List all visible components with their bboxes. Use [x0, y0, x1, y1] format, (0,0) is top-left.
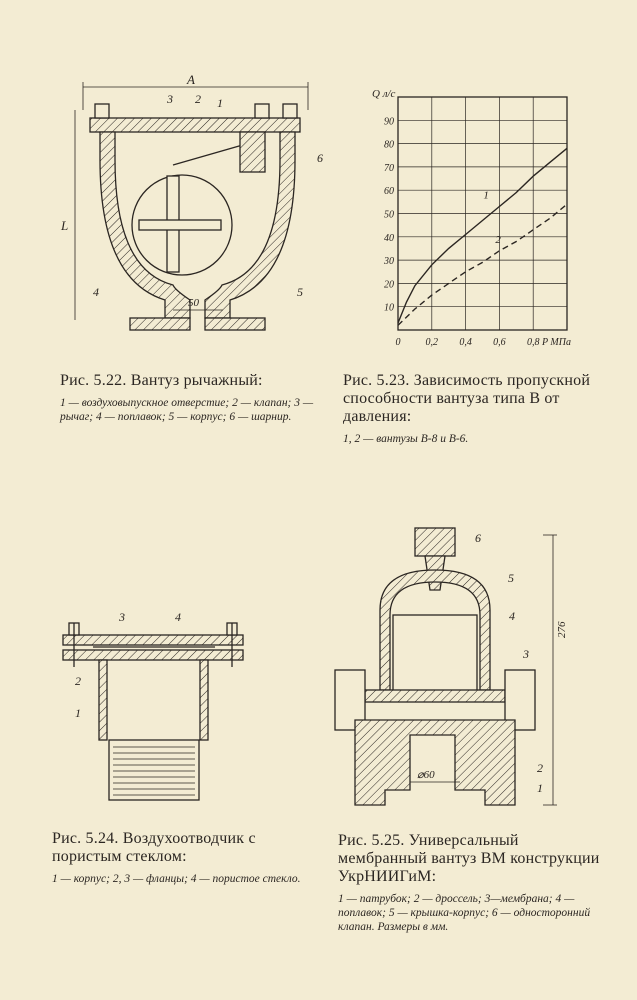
fig524-caption: Рис. 5.24. Воздухоотводчик с пористым ст… — [52, 830, 256, 865]
fig523-caption: Рис. 5.23. Зависимость пропускной способ… — [343, 372, 591, 425]
chart-series-line-2 — [397, 203, 568, 326]
chart-xtick-label: 0,2 — [426, 337, 439, 348]
fig522-label-2: 2 — [195, 92, 201, 106]
fig525-caption: Рис. 5.25. Универсальный мембранный вант… — [338, 832, 600, 885]
caption-fig-5-22: Рис. 5.22. Вантуз рычажный: 1 — воздухов… — [60, 372, 315, 424]
chart-ytick-label: 30 — [383, 256, 394, 267]
fig522-label-3: 3 — [166, 92, 173, 106]
fig525-label-1: 1 — [537, 781, 543, 795]
chart-series-line-1 — [397, 147, 568, 324]
fig525-label-5: 5 — [508, 571, 514, 585]
caption-fig-5-23: Рис. 5.23. Зависимость пропускной способ… — [343, 372, 613, 446]
figure-5-22-drawing: A L 50 3 2 1 6 4 5 — [60, 72, 323, 331]
chart-ytick-label: 60 — [384, 186, 394, 197]
fig522-label-A: A — [186, 72, 195, 87]
fig524-legend: 1 — корпус; 2, 3 — фланцы; 4 — пористое … — [52, 873, 301, 885]
chart-ytick-label: 20 — [384, 279, 394, 290]
chart-ytick-label: 70 — [384, 163, 394, 174]
chart-series-label-2: 2 — [495, 234, 501, 246]
fig525-label-3: 3 — [522, 647, 529, 661]
caption-fig-5-25: Рис. 5.25. Универсальный мембранный вант… — [338, 832, 608, 934]
chart-ytick-label: 80 — [384, 140, 394, 151]
chart-xtick-label: 0 — [396, 337, 401, 348]
caption-fig-5-24: Рис. 5.24. Воздухоотводчик с пористым ст… — [52, 830, 317, 886]
chart-ytick-label: 40 — [384, 233, 394, 244]
figure-5-23-chart: 10 20 30 40 50 60 70 80 90 0 0,2 0,4 0,6 0,8 1 2 Q л/с… — [372, 88, 571, 348]
chart-xlabel: P МПа — [541, 337, 571, 348]
chart-ytick-label: 10 — [384, 303, 394, 314]
fig524-label-3: 3 — [118, 610, 125, 624]
fig522-label-4: 4 — [93, 285, 99, 299]
fig523-legend: 1, 2 — вантузы В-8 и В-6. — [343, 433, 469, 445]
fig525-label-dim276: 276 — [556, 621, 568, 638]
fig522-legend: 1 — воздуховыпускное отверстие; 2 — клап… — [60, 397, 314, 423]
fig522-label-1: 1 — [217, 96, 223, 110]
figure-5-25-drawing: ⌀60 276 6 5 4 3 2 1 — [334, 527, 568, 806]
fig524-label-1: 1 — [75, 706, 81, 720]
chart-xtick-label: 0,6 — [493, 337, 506, 348]
chart-ytick-label: 90 — [384, 116, 394, 127]
fig525-label-6: 6 — [475, 531, 481, 545]
chart-series-label-1: 1 — [483, 190, 489, 202]
chart-ytick-label: 50 — [384, 210, 394, 221]
fig525-label-dim60: ⌀60 — [417, 769, 435, 781]
fig522-label-6: 6 — [317, 151, 323, 165]
fig522-label-5: 5 — [297, 285, 303, 299]
fig522-caption: Рис. 5.22. Вантуз рычажный: — [60, 372, 263, 389]
fig522-label-L: L — [60, 218, 68, 233]
chart-ylabel: Q л/с — [372, 88, 396, 100]
chart-xtick-label: 0,4 — [459, 337, 472, 348]
fig524-label-2: 2 — [75, 674, 81, 688]
fig525-label-2: 2 — [537, 761, 543, 775]
fig525-legend: 1 — патрубок; 2 — дроссель; 3—мембрана; … — [338, 893, 591, 933]
fig525-label-4: 4 — [509, 609, 515, 623]
figure-5-24-drawing: 3 4 2 1 — [62, 610, 244, 801]
chart-xtick-label: 0,8 — [527, 337, 540, 348]
fig524-label-4: 4 — [175, 610, 181, 624]
fig522-label-dim50: 50 — [188, 297, 200, 309]
